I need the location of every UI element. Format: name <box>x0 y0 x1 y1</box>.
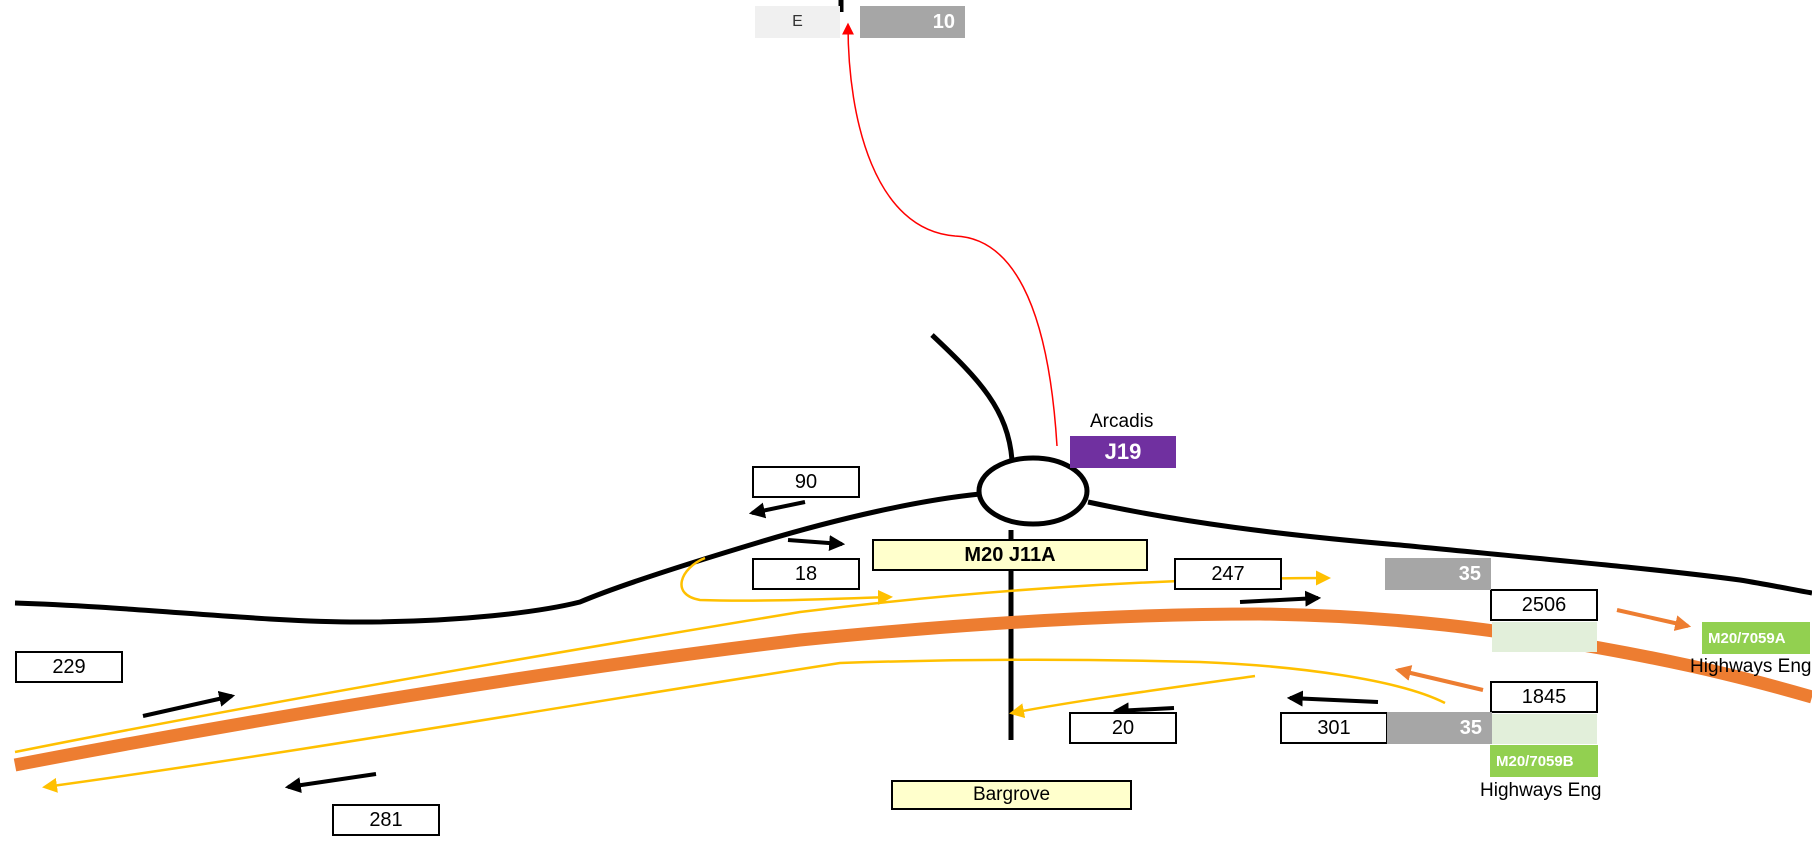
site-upper-spacer <box>1492 622 1597 652</box>
count-south-exit: 20 <box>1069 712 1177 744</box>
arrow-2506 <box>1616 608 1692 631</box>
j19-badge: J19 <box>1070 436 1176 468</box>
west-road <box>14 491 981 625</box>
site-upper-gray: 35 <box>1385 558 1491 590</box>
count-ne-exit: 247 <box>1174 558 1282 590</box>
arrow-18 <box>787 535 846 552</box>
site-badge-b: M20/7059B <box>1490 745 1598 777</box>
slip-upper-west <box>14 570 1331 754</box>
slip-south-exit <box>1009 674 1256 719</box>
count-nw-entry: 18 <box>752 558 860 590</box>
red-link-line <box>842 22 1058 447</box>
slip-lower-west <box>42 658 1446 793</box>
arrow-1845 <box>1394 665 1484 692</box>
north-arm <box>930 333 1015 461</box>
count-nw-exit: 90 <box>752 466 860 498</box>
site-lower-gray: 35 <box>1387 712 1492 744</box>
count-east-upper: 2506 <box>1490 589 1598 621</box>
arrow-281 <box>284 772 377 794</box>
arrow-90 <box>748 500 806 519</box>
slip-nw-loop <box>680 556 893 605</box>
count-west-arm: 229 <box>15 651 123 683</box>
east-road <box>1087 499 1812 596</box>
count-east-lower: 1845 <box>1490 681 1598 713</box>
site-owner-a: Highways Eng <box>1690 656 1812 677</box>
count-se-entry: 301 <box>1280 712 1388 744</box>
count-west-sw: 281 <box>332 804 440 836</box>
site-lower-spacer <box>1492 714 1597 744</box>
site-badge-a: M20/7059A <box>1702 622 1810 654</box>
top-site-direction: E <box>755 6 840 38</box>
arrow-20 <box>1112 702 1175 719</box>
top-site-count: 10 <box>860 6 965 38</box>
roundabout <box>976 455 1090 527</box>
south-road-name: Bargrove <box>891 780 1132 810</box>
motorway <box>13 607 1812 772</box>
arrow-247 <box>1239 590 1322 607</box>
site-owner-b: Highways Eng <box>1480 780 1602 801</box>
arrow-301 <box>1286 690 1379 707</box>
junction-name: M20 J11A <box>872 539 1148 571</box>
arrow-229 <box>142 691 236 718</box>
roundabout-operator: Arcadis <box>1090 411 1154 432</box>
